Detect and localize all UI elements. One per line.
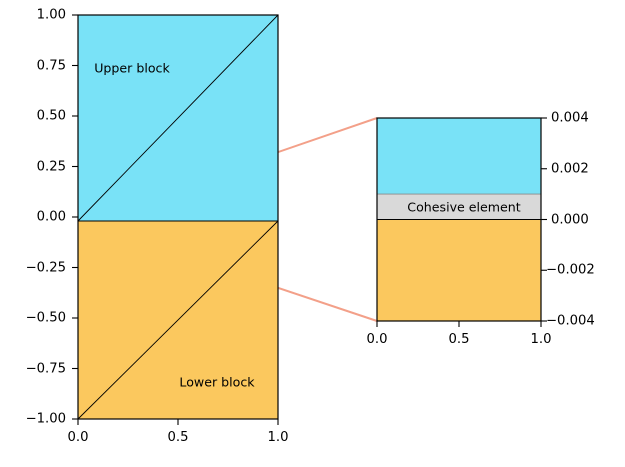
inset-xtick-3: 1.0 [530, 332, 552, 347]
lower-block-label: Lower block [179, 374, 255, 390]
inset-ytick-5: −0.004 [546, 313, 595, 329]
main-x-ticks [77, 419, 279, 425]
main-ytick-6: −0.25 [25, 260, 66, 275]
inset-lower-block-region [377, 219, 541, 321]
main-ytick-8: −0.75 [25, 361, 66, 376]
inset-xtick-1: 0.0 [366, 332, 388, 347]
inset-y-ticks [541, 117, 547, 322]
inset-x-ticks [376, 321, 542, 327]
upper-block-label: Upper block [94, 60, 170, 76]
main-ytick-3: 0.50 [36, 108, 66, 124]
inset-cohesive-element-region [377, 194, 541, 220]
main-y-ticks [72, 14, 78, 420]
main-ytick-9: −1.00 [25, 411, 66, 427]
inset-ytick-3: 0.000 [551, 212, 589, 227]
inset-upper-block-region [377, 118, 541, 195]
inset-panel [376, 117, 547, 327]
main-xtick-1: 0.0 [67, 430, 89, 445]
main-ytick-4: 0.25 [36, 159, 66, 174]
cohesive-element-label: Cohesive element [407, 199, 521, 215]
main-xtick-3: 1.0 [267, 430, 289, 445]
inset-ytick-1: 0.004 [551, 110, 589, 126]
upper-block-diagonal [77, 14, 279, 222]
main-ytick-7: −0.50 [25, 310, 66, 326]
inset-xtick-2: 0.5 [448, 332, 470, 347]
main-ytick-1: 1.00 [36, 7, 66, 23]
main-xtick-2: 0.5 [167, 430, 189, 445]
main-ytick-5: 0.00 [36, 209, 66, 225]
lower-block-diagonal [77, 220, 279, 420]
inset-ytick-4: −0.002 [546, 262, 595, 278]
inset-ytick-2: 0.002 [551, 161, 589, 177]
main-ytick-2: 0.75 [36, 58, 66, 73]
main-panel [72, 14, 279, 425]
